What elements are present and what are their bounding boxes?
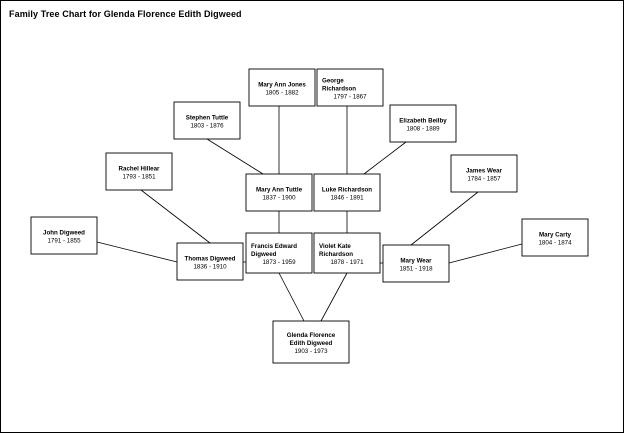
- person-box-elizabeth_beilby[interactable]: [389, 104, 457, 143]
- person-name-john_digweed: John Digweed: [43, 230, 85, 237]
- person-name-violet_richardson: Richardson: [319, 251, 353, 258]
- person-box-james_wear[interactable]: [450, 154, 518, 193]
- person-box-thomas_digweed[interactable]: [176, 242, 244, 281]
- person-name-francis_digweed: Digweed: [251, 251, 277, 258]
- person-dates-john_digweed: 1791 - 1855: [47, 238, 81, 245]
- person-name-glenda_digweed: Glenda Florence: [287, 332, 336, 339]
- person-dates-george_richardson: 1797 - 1867: [333, 94, 367, 101]
- connector-line-violet_richardson-to-glenda_digweed: [320, 272, 348, 322]
- person-dates-rachel_hillear: 1793 - 1851: [122, 174, 156, 181]
- person-name-rachel_hillear: Rachel Hillear: [119, 166, 161, 173]
- connector-line-james_wear-to-mary_wear: [410, 191, 479, 246]
- person-name-george_richardson: Richardson: [322, 86, 356, 93]
- person-box-rachel_hillear[interactable]: [105, 152, 173, 191]
- person-name-george_richardson: George: [322, 78, 344, 85]
- person-name-mary_wear: Mary Wear: [400, 258, 432, 265]
- person-dates-violet_richardson: 1878 - 1971: [330, 259, 364, 266]
- person-name-mary_ann_tuttle: Mary Ann Tuttle: [256, 187, 303, 194]
- person-name-thomas_digweed: Thomas Digweed: [185, 256, 236, 263]
- connector-line-rachel_hillear-to-thomas_digweed: [140, 189, 211, 244]
- connector-line-mary_carty-to-mary_wear: [448, 243, 523, 264]
- person-name-violet_richardson: Violet Kate: [319, 243, 351, 250]
- connector-line-stephen_tuttle-to-mary_ann_tuttle: [206, 138, 264, 175]
- person-dates-mary_ann_jones: 1805 - 1882: [265, 90, 299, 97]
- person-box-luke_richardson[interactable]: [313, 173, 381, 212]
- person-name-stephen_tuttle: Stephen Tuttle: [186, 115, 229, 122]
- person-box-george_richardson[interactable]: [316, 68, 384, 107]
- person-dates-stephen_tuttle: 1803 - 1876: [190, 123, 224, 130]
- person-name-glenda_digweed: Edith Digweed: [290, 340, 333, 347]
- connector-line-john_digweed-to-thomas_digweed: [96, 241, 178, 263]
- person-box-glenda_digweed[interactable]: [272, 320, 350, 364]
- person-dates-mary_carty: 1804 - 1874: [538, 240, 572, 247]
- person-box-mary_wear[interactable]: [382, 244, 450, 283]
- person-dates-elizabeth_beilby: 1808 - 1889: [406, 126, 440, 133]
- person-box-mary_ann_jones[interactable]: [248, 68, 316, 107]
- person-box-violet_richardson[interactable]: [313, 232, 381, 274]
- page-title: Family Tree Chart for Glenda Florence Ed…: [9, 9, 242, 19]
- person-box-mary_ann_tuttle[interactable]: [245, 173, 313, 212]
- person-name-james_wear: James Wear: [466, 168, 503, 175]
- person-box-francis_digweed[interactable]: [245, 232, 313, 274]
- person-name-luke_richardson: Luke Richardson: [322, 187, 372, 194]
- person-name-mary_ann_jones: Mary Ann Jones: [258, 82, 306, 89]
- person-box-mary_carty[interactable]: [521, 218, 589, 257]
- person-dates-mary_ann_tuttle: 1837 - 1900: [262, 195, 296, 202]
- person-dates-glenda_digweed: 1903 - 1973: [294, 348, 328, 355]
- person-name-elizabeth_beilby: Elizabeth Beilby: [399, 118, 447, 125]
- connector-lines-group: [96, 106, 523, 322]
- person-dates-thomas_digweed: 1836 - 1910: [193, 264, 227, 271]
- person-box-stephen_tuttle[interactable]: [173, 101, 241, 140]
- person-name-mary_carty: Mary Carty: [539, 232, 572, 239]
- person-dates-francis_digweed: 1873 - 1959: [262, 259, 296, 266]
- person-name-francis_digweed: Francis Edward: [251, 243, 297, 250]
- connector-line-elizabeth_beilby-to-luke_richardson: [363, 141, 407, 175]
- connector-line-francis_digweed-to-glenda_digweed: [278, 272, 305, 322]
- person-dates-luke_richardson: 1846 - 1891: [330, 195, 364, 202]
- person-dates-james_wear: 1784 - 1857: [467, 176, 501, 183]
- person-box-john_digweed[interactable]: [30, 216, 98, 255]
- person-dates-mary_wear: 1851 - 1918: [399, 266, 433, 273]
